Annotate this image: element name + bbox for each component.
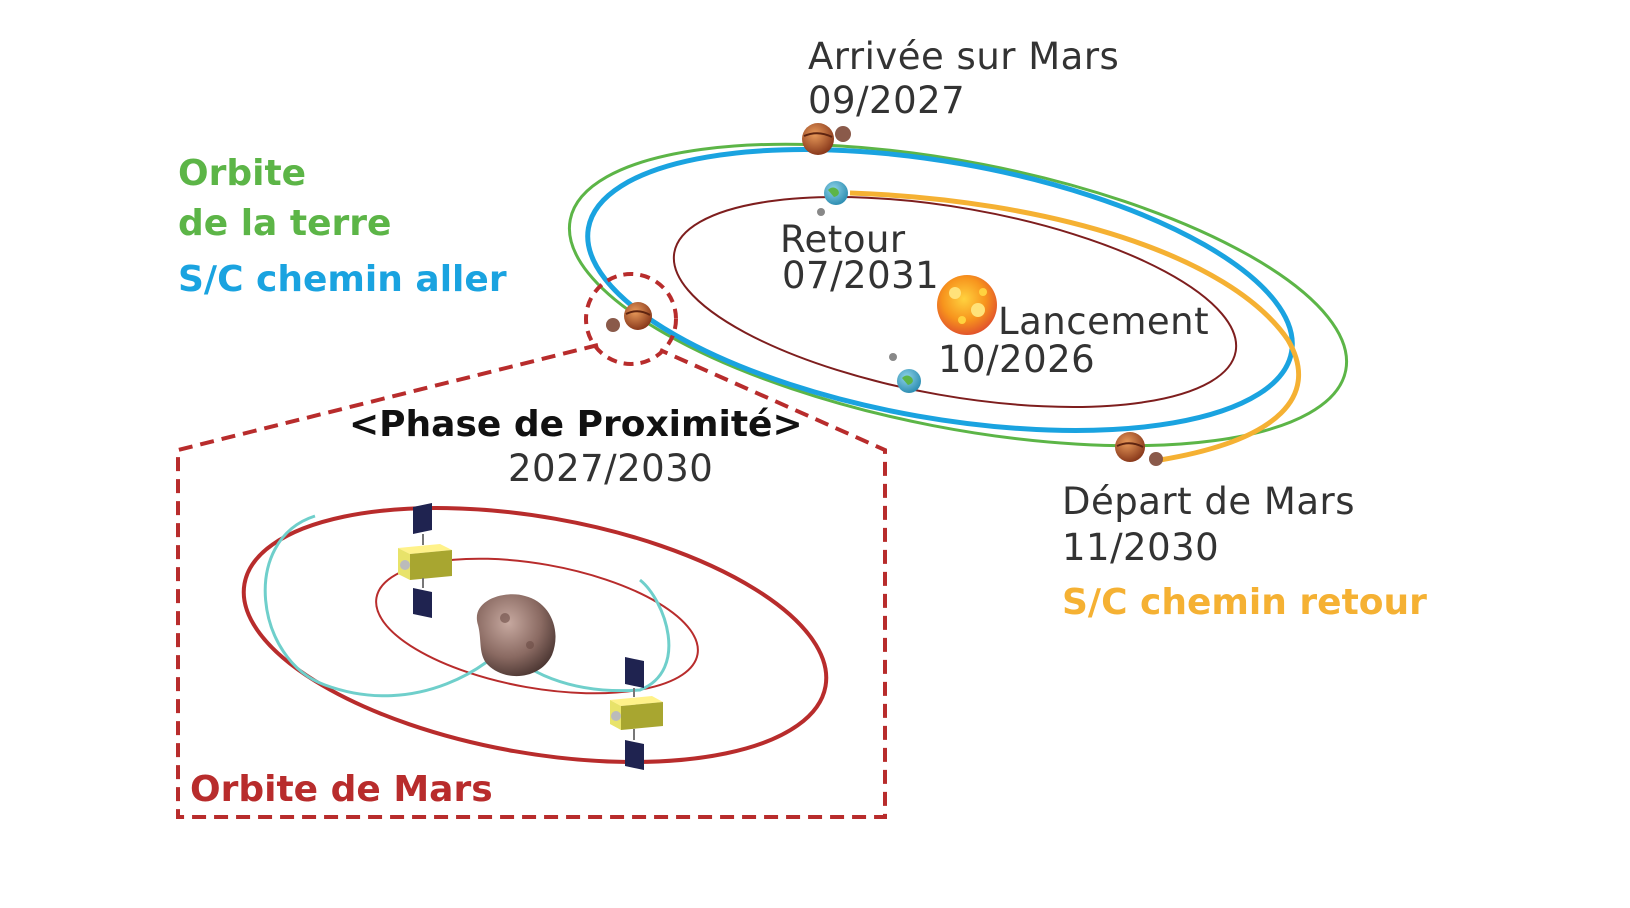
zoom-callout-outline [176, 343, 887, 819]
return-path [849, 190, 1301, 463]
phobos-icon [476, 594, 556, 677]
moon-icon [835, 126, 851, 142]
earth-icon [897, 369, 921, 393]
arrival-date: 09/2027 [808, 79, 966, 122]
earth-orbit-label-line2: de la terre [178, 203, 392, 244]
mars-orbit-label: Orbite de Mars [190, 769, 493, 810]
departure-title: Départ de Mars [1062, 480, 1355, 523]
earth-orbit [567, 142, 1349, 448]
mars-icon [1115, 432, 1145, 462]
moon-icon [889, 353, 897, 361]
proximity-title: <Phase de Proximité> [349, 404, 803, 445]
mars-icon [624, 302, 652, 330]
spacecraft-icon [398, 503, 452, 618]
proximity-dates: 2027/2030 [508, 447, 714, 490]
sun-icon [937, 275, 997, 335]
return-path-label: S/C chemin retour [1062, 582, 1427, 623]
earth-icon [824, 181, 848, 205]
arrival-title: Arrivée sur Mars [808, 35, 1120, 78]
return-title: Retour [780, 218, 906, 261]
transfer-trajectory [263, 514, 671, 698]
launch-date: 10/2026 [938, 338, 1096, 381]
moon-icon [1149, 452, 1163, 466]
launch-title: Lancement [998, 300, 1210, 343]
moon-icon [606, 318, 620, 332]
spacecraft-icon [610, 657, 663, 770]
zoom-highlight [584, 272, 678, 366]
mars-inner-orbit [672, 196, 1238, 408]
earth-orbit-label-line1: Orbite [178, 153, 307, 194]
mars-orbit-inner [375, 557, 699, 695]
moon-icon [817, 208, 825, 216]
return-date: 07/2031 [782, 254, 940, 297]
mars-orbit-outer [241, 506, 829, 764]
departure-date: 11/2030 [1062, 526, 1220, 569]
outbound-path-label: S/C chemin aller [178, 259, 507, 300]
mars-icon [802, 123, 834, 155]
